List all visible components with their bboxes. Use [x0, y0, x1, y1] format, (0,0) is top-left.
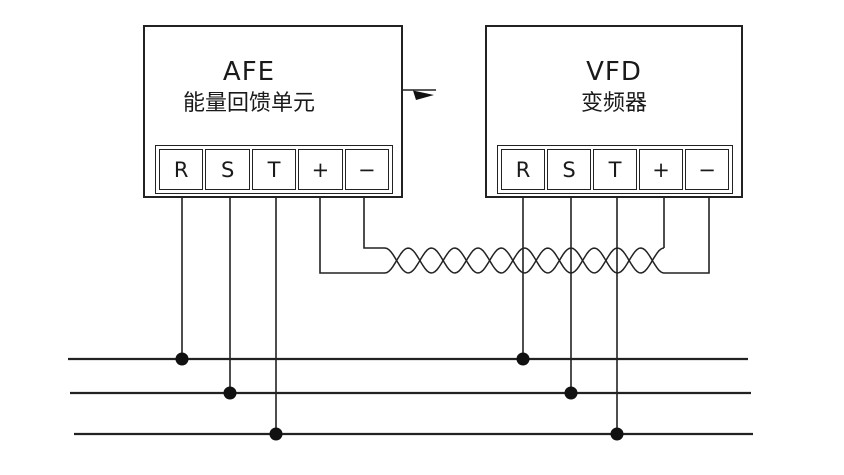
vfd-minus-wire: [664, 197, 710, 274]
vfd-terminal-t: T: [593, 149, 637, 190]
twisted-pair-strand-b: [384, 247, 665, 274]
afe-title: AFE: [222, 57, 276, 87]
afe-terminal-t: T: [251, 149, 297, 190]
vfd-terminal-r: R: [501, 149, 545, 190]
vfd-terminal-plus: +: [639, 149, 683, 190]
vfd-subtitle: 变频器: [580, 91, 647, 116]
afe-terminal-minus: −: [344, 149, 390, 190]
afe-box: AFE 能量回馈单元 R S T + −: [143, 25, 403, 198]
vfd-phase-wires: [522, 197, 618, 434]
junction-dot: [223, 386, 237, 400]
afe-titles: AFE 能量回馈单元: [121, 57, 377, 119]
vfd-box: VFD 变频器 R S T + −: [485, 25, 743, 198]
vfd-title: VFD: [586, 57, 642, 87]
afe-minus-wire: [363, 197, 385, 249]
afe-terminal-r: R: [159, 149, 204, 190]
afe-terminal-s: S: [205, 149, 250, 190]
junction-dot: [610, 427, 624, 441]
vfd-terminal-minus: −: [685, 149, 729, 190]
vfd-titles: VFD 变频器: [487, 57, 741, 119]
afe-phase-wires: [181, 197, 277, 434]
afe-terminal-strip: R S T + −: [155, 145, 393, 194]
junction-dot: [175, 352, 189, 366]
afe-plus-wire: [319, 197, 385, 274]
junction-dot: [269, 427, 283, 441]
afe-subtitle: 能量回馈单元: [182, 91, 315, 116]
vfd-terminal-s: S: [547, 149, 591, 190]
junction-dot: [516, 352, 530, 366]
junction-dot: [564, 386, 578, 400]
vfd-terminal-strip: R S T + −: [497, 145, 733, 194]
bus-lines: [68, 357, 753, 436]
ground-arrowhead-icon: [413, 90, 434, 100]
twisted-pair-strand-a: [384, 247, 665, 274]
dc-link-wires: [319, 197, 710, 274]
afe-terminal-plus: +: [298, 149, 343, 190]
junction-dots: [175, 352, 624, 441]
